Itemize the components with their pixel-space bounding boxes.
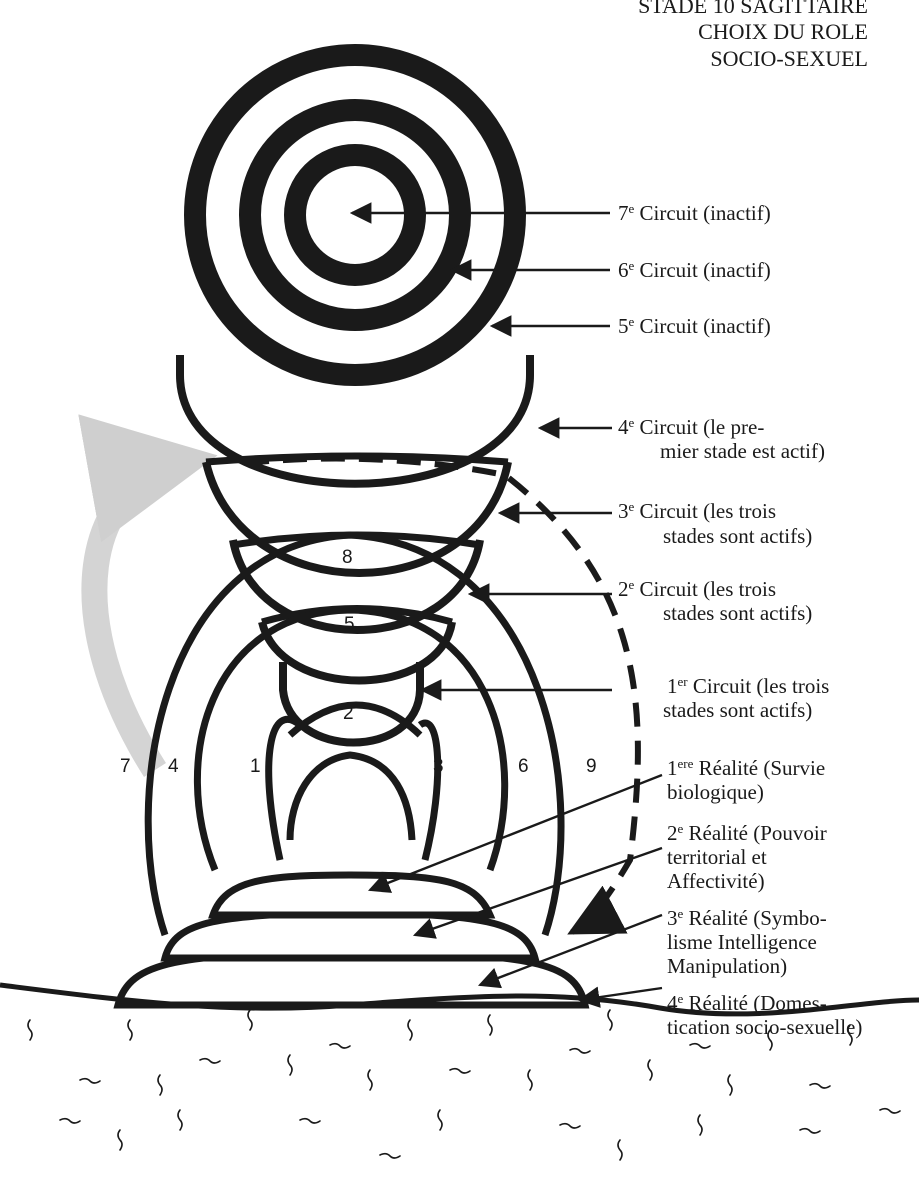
header-line-3: SOCIO-SEXUEL [710,46,868,71]
realite-2-label: 2e Réalité (Pouvoir [667,821,827,845]
realite-labels: 1ere Réalité (Survie biologique) 2e Réal… [667,756,862,1039]
stage-number-7: 7 [120,756,131,777]
circuit-7-label: 7e Circuit (inactif) [618,201,771,225]
realite-4-label-line2: tication socio-sexuelle) [667,1015,862,1039]
realite-3-label-line3: Manipulation) [667,954,787,978]
circuit-5-label: 5e Circuit (inactif) [618,314,771,338]
stage-number-5: 5 [344,614,355,635]
stage-number-2: 2 [343,703,354,724]
stage-number-4: 4 [168,756,179,777]
realite-2-label-line2: territorial et [667,845,767,869]
stage-number-6: 6 [518,756,529,777]
circuit-1-label: 1er Circuit (les trois [667,674,829,698]
stage-number-8: 8 [342,547,353,568]
realite-3-label: 3e Réalité (Symbo- [667,906,827,930]
circuit-3-label-line2: stades sont actifs) [663,524,812,548]
circuit-rims [206,456,508,735]
ground-mounds [118,875,585,1005]
realite-1-label-line2: biologique) [667,780,764,804]
stage-number-1: 1 [250,756,261,777]
circuit-6-label: 6e Circuit (inactif) [618,258,771,282]
header-line-2: CHOIX DU ROLE [698,19,868,44]
realite-3-label-line2: lisme Intelligence [667,930,817,954]
grey-return-arrow [94,460,192,770]
circuit-4-label: 4e Circuit (le pre- [618,415,764,439]
circuit-1-label-line2: stades sont actifs) [663,698,812,722]
circuit-labels: 7e Circuit (inactif) 6e Circuit (inactif… [618,201,829,722]
circuit-3-label: 3e Circuit (les trois [618,499,776,523]
concentric-rings [195,55,515,375]
stage-number-9: 9 [586,756,597,777]
realite-2-label-line3: Affectivité) [667,869,765,893]
realite-4-label: 4e Réalité (Domes- [667,991,827,1015]
realite-1-label: 1ere Réalité (Survie [667,756,825,780]
header-line-1: STADE 10 SAGITTAIRE [638,0,868,18]
circuit-2-label: 2e Circuit (les trois [618,577,776,601]
circuit-4-label-line2: mier stade est actif) [660,439,825,463]
stage-number-3: 3 [433,756,444,777]
circuit-2-label-line2: stades sont actifs) [663,601,812,625]
